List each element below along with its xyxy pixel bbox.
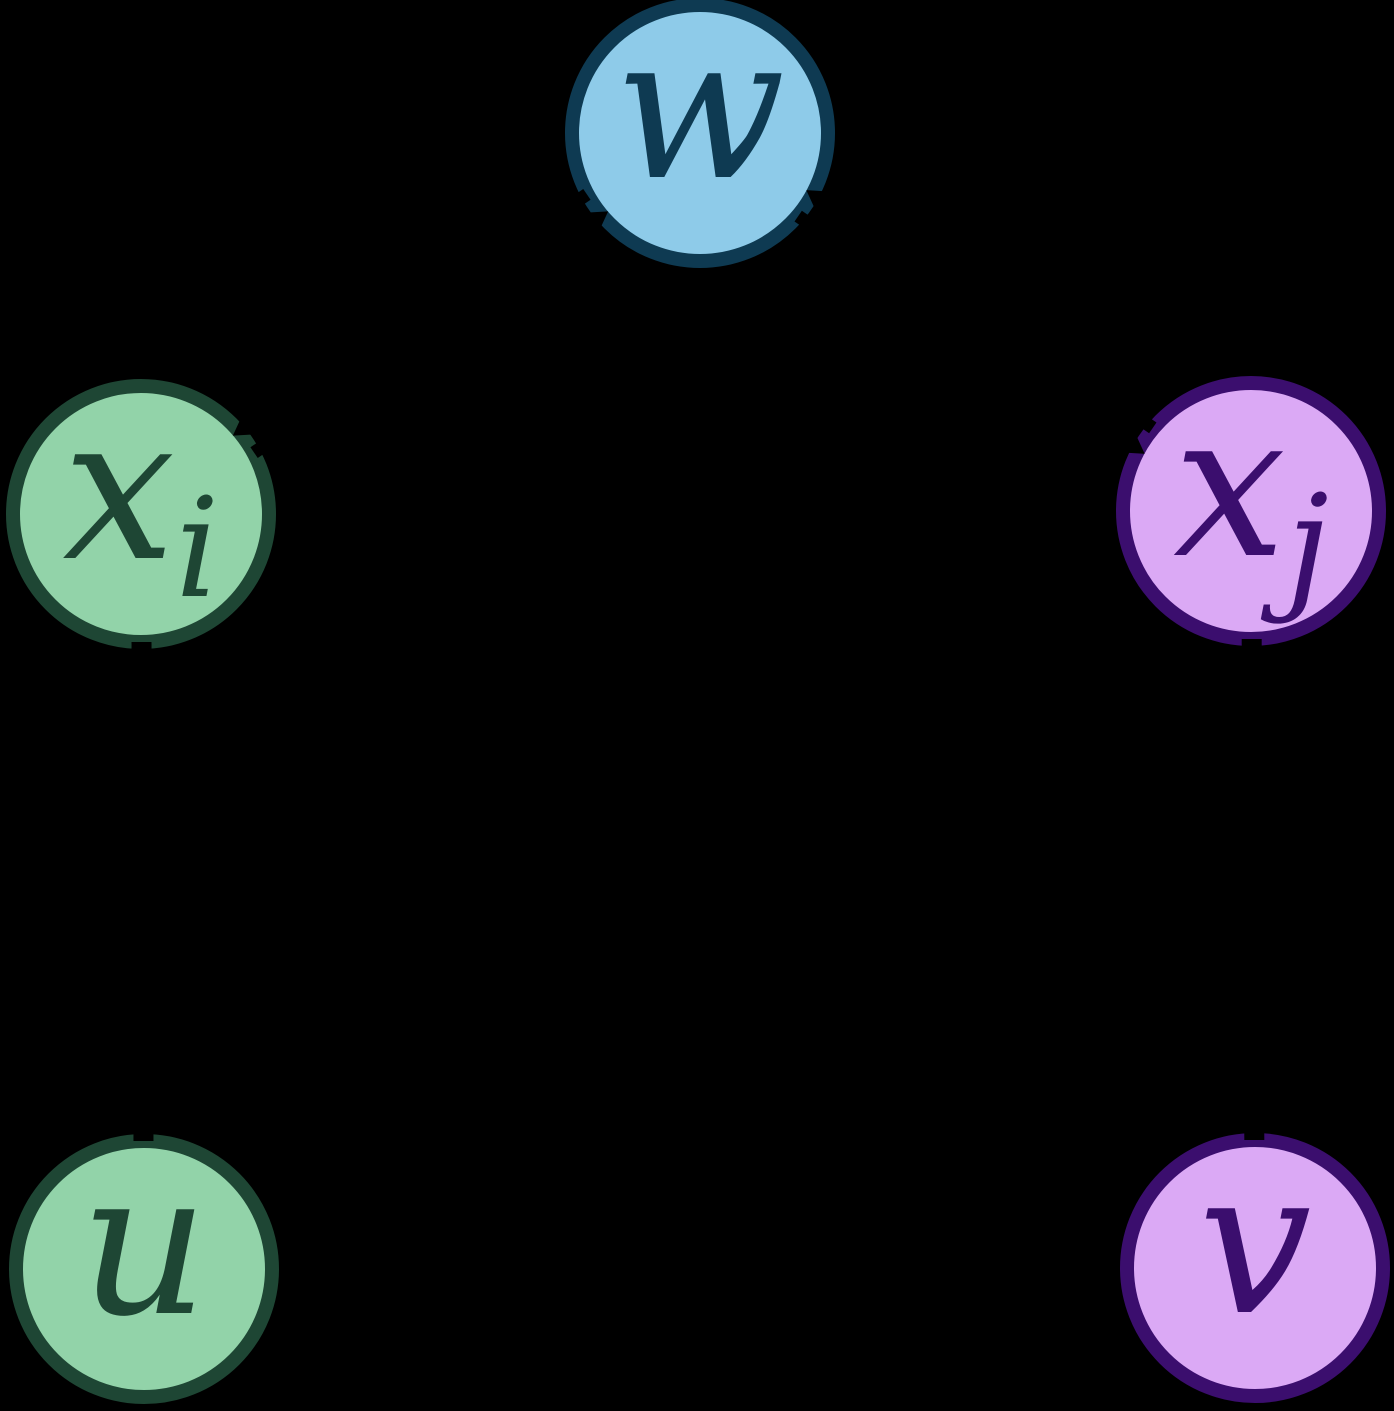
node-circle-u — [9, 1134, 279, 1404]
node-label-main-w: w — [614, 0, 785, 225]
node-label-x_i: xi — [63, 373, 220, 629]
graph-node-u: u — [9, 1128, 279, 1404]
edge-arrow-shaft — [827, 201, 1157, 434]
graph-edge-v-x_j — [1241, 638, 1265, 1141]
graph-node-x_j: xj — [1116, 370, 1386, 646]
node-label-subscript-x_i: i — [175, 468, 219, 629]
node-label-main-x_j: x — [1173, 370, 1286, 603]
edge-arrow-shaft — [794, 210, 1124, 443]
graph-edge-x_i-w — [232, 188, 609, 459]
node-circle-v — [1120, 1133, 1390, 1403]
graph-node-x_i: xi — [6, 373, 276, 649]
edge-arrow-shaft — [250, 222, 588, 459]
node-label-x_j: xj — [1173, 370, 1329, 626]
edge-arrow-shaft — [253, 188, 591, 425]
edge-arrowhead — [806, 190, 842, 222]
node-label-w: w — [614, 0, 785, 225]
node-circle-w — [565, 0, 835, 268]
edge-line — [131, 641, 154, 1142]
graph-edge-x_j-w — [794, 190, 1157, 454]
node-label-main-x_i: x — [63, 373, 176, 606]
edge-line — [1241, 638, 1265, 1141]
node-circle-x_i — [6, 379, 276, 649]
node-label-main-v: v — [1199, 1127, 1312, 1360]
graph-node-w: w — [565, 0, 835, 268]
node-label-v: v — [1199, 1127, 1312, 1360]
edge-arrowhead — [232, 403, 268, 436]
edge-arrowhead — [1109, 422, 1145, 454]
edge-arrowhead — [573, 211, 609, 244]
node-label-main-u: u — [80, 1128, 209, 1361]
node-circle-x_j — [1116, 376, 1386, 646]
graph-edge-u-x_i — [131, 641, 154, 1142]
graph-node-v: v — [1120, 1127, 1390, 1403]
node-label-u: u — [80, 1128, 209, 1361]
